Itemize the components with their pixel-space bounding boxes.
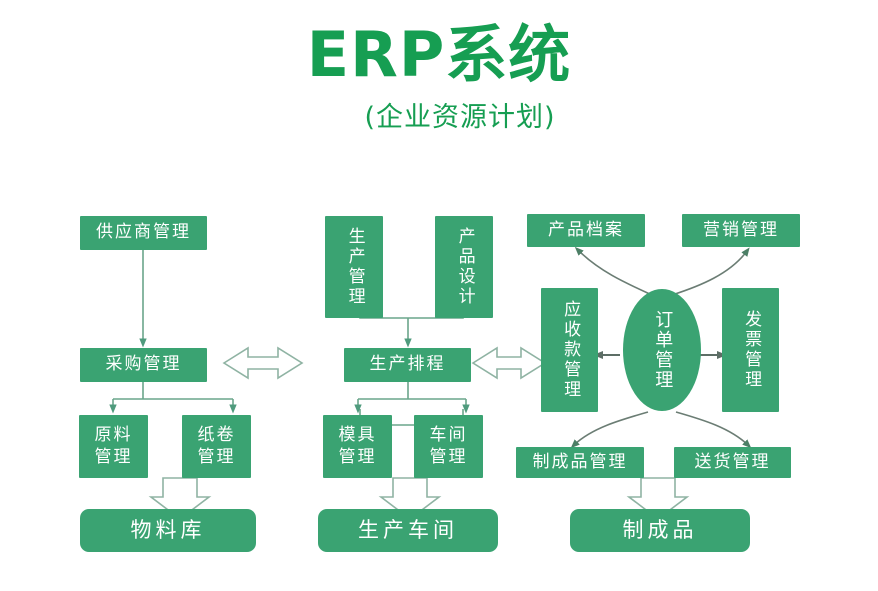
node-order-mgmt[interactable]: 订单管理	[623, 289, 701, 411]
edge-schedule-to-shop	[354, 382, 470, 414]
curve-order-to-finished-goods-mgmt	[570, 411, 649, 449]
node-label: 发票管理	[741, 310, 762, 390]
node-invoice-mgmt[interactable]: 发票管理	[722, 288, 779, 412]
node-paper-roll-mgmt[interactable]: 纸卷 管理	[182, 415, 251, 478]
node-label: 订单管理	[652, 310, 674, 390]
block-arrow-to-material-warehouse	[148, 477, 212, 521]
block-arrow-to-finished-goods	[626, 477, 690, 521]
curve-order-to-product-archive	[574, 246, 653, 296]
node-label: 生产管理	[344, 227, 365, 307]
double-arrow-schedule-receivable	[471, 346, 547, 380]
node-production-mgmt[interactable]: 生产管理	[325, 216, 383, 318]
node-product-design[interactable]: 产品设计	[435, 216, 493, 318]
node-label: 应收款管理	[560, 300, 581, 400]
double-arrow-purchase-schedule	[222, 346, 304, 380]
edge-purchase-to-materials	[109, 382, 237, 414]
curve-order-to-delivery-mgmt	[675, 411, 752, 449]
node-label: 物料库	[130, 518, 206, 543]
block-arrow-to-production-workshop	[378, 477, 442, 521]
node-label: 纸卷 管理	[197, 425, 236, 467]
node-label: 产品设计	[454, 227, 475, 307]
node-label: 车间 管理	[429, 425, 468, 467]
node-label: 模具 管理	[338, 425, 377, 467]
node-purchase-mgmt[interactable]: 采购管理	[80, 348, 207, 382]
node-raw-material-mgmt[interactable]: 原料 管理	[79, 415, 148, 478]
node-finished-goods-mgmt[interactable]: 制成品管理	[516, 447, 644, 478]
node-mold-mgmt[interactable]: 模具 管理	[323, 415, 392, 478]
node-marketing-mgmt[interactable]: 营销管理	[682, 214, 800, 247]
node-finished-goods[interactable]: 制成品	[570, 509, 750, 552]
node-label: 供应商管理	[96, 222, 191, 243]
node-label: 生产车间	[358, 518, 458, 543]
node-label: 营销管理	[703, 219, 779, 240]
node-workshop-mgmt[interactable]: 车间 管理	[414, 415, 483, 478]
node-product-archive[interactable]: 产品档案	[527, 214, 645, 247]
node-receivables-mgmt[interactable]: 应收款管理	[541, 288, 598, 412]
curve-order-to-marketing	[671, 247, 750, 296]
node-label: 制成品	[622, 518, 698, 543]
node-label: 产品档案	[548, 219, 624, 240]
node-delivery-mgmt[interactable]: 送货管理	[674, 447, 791, 478]
node-label: 送货管理	[694, 451, 771, 472]
node-production-workshop[interactable]: 生产车间	[318, 509, 498, 552]
node-supplier-mgmt[interactable]: 供应商管理	[80, 216, 207, 250]
node-label: 原料 管理	[94, 425, 133, 467]
node-material-warehouse[interactable]: 物料库	[80, 509, 256, 552]
node-production-schedule[interactable]: 生产排程	[344, 348, 471, 382]
node-label: 制成品管理	[532, 451, 628, 472]
node-label: 采购管理	[105, 354, 182, 375]
node-label: 生产排程	[369, 354, 446, 375]
